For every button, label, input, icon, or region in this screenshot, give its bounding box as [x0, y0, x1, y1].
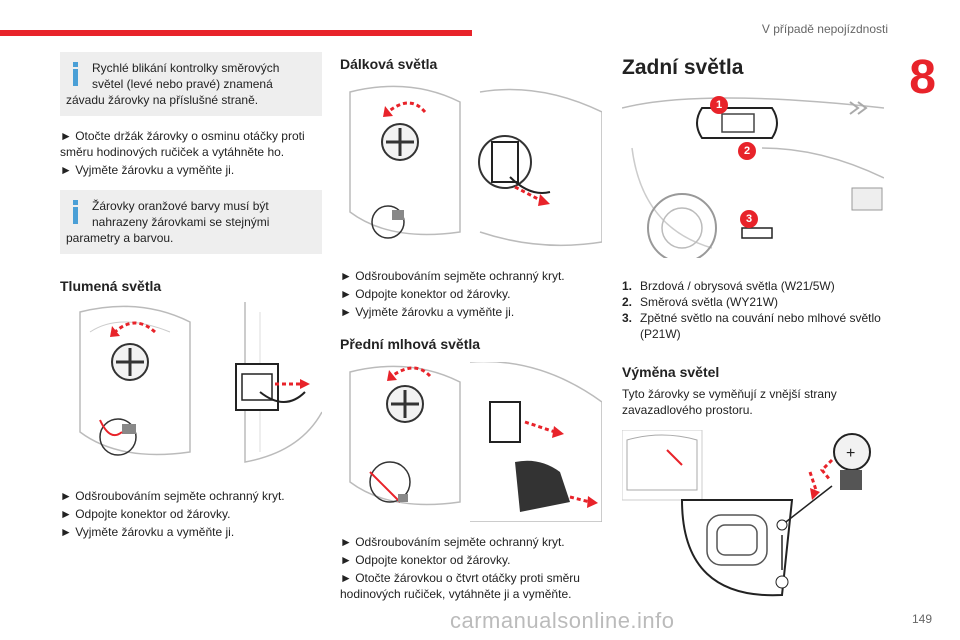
callout-2: 2	[738, 142, 756, 160]
column-3: Zadní světla 1 2 3 1.Brzdová / obrysová …	[621, 52, 885, 600]
step: ► Vyjměte žárovku a vyměňte ji.	[340, 305, 515, 319]
high-beam-illustration	[340, 82, 603, 252]
step: ► Odšroubováním sejměte ochranný kryt.	[340, 535, 565, 549]
info-icon	[66, 60, 86, 88]
section-title-rear-lights: Zadní světla	[622, 56, 744, 79]
column-2: Dálková světla ► Odšroubováním sejměte o…	[340, 52, 603, 604]
step: ► Otočte žárovkou o čtvrt otáčky proti s…	[340, 571, 580, 601]
section-title-front-fog: Přední mlhová světla	[340, 336, 481, 352]
info-box-orange-bulbs: Žárovky oranžové barvy musí být nahrazen…	[60, 190, 322, 254]
info-text: Žárovky oranžové barvy musí být nahrazen…	[66, 199, 270, 245]
replacement-text: Tyto žárovky se vyměňují z vnější strany…	[622, 387, 837, 417]
list-item: 2.Směrová světla (WY21W)	[622, 295, 779, 309]
rear-lights-illustration: 1 2 3	[621, 88, 885, 263]
section-title-low-beam: Tlumená světla	[60, 278, 162, 294]
column-1: Rychlé blikání kontrolky směrových světe…	[60, 52, 323, 542]
section-title-replacement: Výměna světel	[622, 364, 720, 380]
low-beam-illustration	[60, 302, 323, 472]
list-item: 1.Brzdová / obrysová světla (W21/5W)	[622, 279, 835, 293]
step: ► Otočte držák žárovky o osminu otáčky p…	[60, 129, 305, 159]
step: ► Odpojte konektor od žárovky.	[340, 553, 511, 567]
chapter-number: 8	[909, 51, 936, 104]
step: ► Odšroubováním sejměte ochranný kryt.	[340, 269, 565, 283]
chapter-title: V případě nepojízdnosti	[761, 22, 888, 36]
watermark: carmanualsonline.info	[450, 608, 675, 633]
step: ► Odšroubováním sejměte ochranný kryt.	[60, 489, 285, 503]
header-accent-bar	[0, 30, 472, 36]
page-number: 149	[911, 612, 932, 626]
step: ► Vyjměte žárovku a vyměňte ji.	[60, 525, 235, 539]
svg-text:+: +	[846, 445, 855, 462]
info-text: Rychlé blikání kontrolky směrových světe…	[66, 61, 280, 107]
section-title-high-beam: Dálková světla	[340, 56, 438, 72]
rear-bulb-replacement-illustration: +	[621, 429, 884, 600]
info-box-blinking: Rychlé blikání kontrolky směrových světe…	[60, 52, 322, 116]
list-item: 3.Zpětné světlo na couvání nebo mlhové s…	[622, 311, 881, 341]
bulb-list: 1.Brzdová / obrysová světla (W21/5W) 2.S…	[622, 278, 884, 342]
step: ► Odpojte konektor od žárovky.	[340, 287, 511, 301]
front-fog-illustration	[340, 360, 603, 523]
callout-1: 1	[710, 96, 728, 114]
info-icon	[66, 198, 86, 226]
step: ► Odpojte konektor od žárovky.	[60, 507, 231, 521]
step: ► Vyjměte žárovku a vyměňte ji.	[60, 163, 235, 177]
callout-3: 3	[740, 210, 758, 228]
